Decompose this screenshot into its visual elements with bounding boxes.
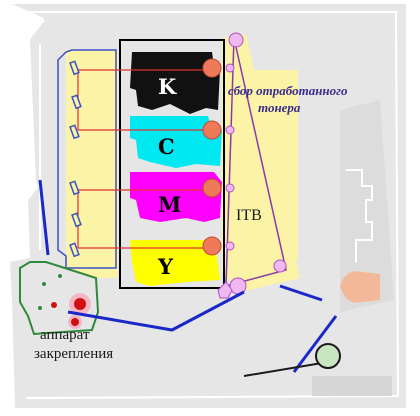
toner-m-cartridge (130, 172, 222, 222)
toner-label-y: Y (158, 254, 173, 279)
laser-mirror (71, 94, 82, 110)
fuser-pressure-roller-core (71, 318, 79, 326)
belt-tension-roller (217, 281, 233, 299)
laser-unit-outline (57, 49, 117, 269)
itb-label: ITB (236, 207, 262, 224)
toner-label-k: K (158, 74, 177, 99)
drum-m (202, 178, 222, 198)
laser-mirror (69, 124, 80, 140)
photo-drums (202, 58, 222, 256)
toner-label-c: C (158, 134, 175, 159)
fuser-guide-dot (38, 306, 42, 310)
belt-area-lower-left (66, 50, 118, 278)
transfer-roller-k (225, 63, 235, 73)
waste-toner-label-line2: тонера (258, 100, 301, 115)
toner-k-cartridge (130, 52, 220, 114)
waste-toner-label-line1: сбор отработанного (228, 83, 348, 98)
fuser-guide-dot (42, 282, 46, 286)
drum-k (202, 58, 222, 78)
paper-path-feed (292, 315, 338, 373)
housing-inner-edge (24, 11, 400, 399)
transfer-roller-m (225, 183, 235, 193)
housing-stair-detail (346, 169, 373, 262)
transfer-rollers (217, 32, 287, 299)
drum-c (202, 120, 222, 140)
paper-path-fuser (67, 290, 245, 332)
housing-bottom-tray (312, 376, 392, 396)
housing-left-channel (27, 19, 45, 250)
laser-mirrors (69, 60, 82, 258)
transfer-roller-c (225, 125, 235, 135)
pickup-roller (340, 271, 380, 303)
toner-label-m: M (158, 192, 182, 217)
belt-top-roller (228, 32, 244, 48)
fuser-small-roller (51, 302, 57, 308)
belt-area-lower-right (246, 70, 298, 260)
fuser-label-line1: аппарат (40, 327, 90, 343)
laser-mirror (69, 180, 80, 196)
transfer-belt (225, 37, 287, 287)
fuser-rollers (51, 293, 91, 329)
fuser-label-line2: закрепления (34, 346, 114, 362)
paper-path (38, 179, 338, 373)
toner-c-cartridge (130, 116, 222, 168)
cartridge-frame (119, 39, 225, 289)
drum-y (202, 236, 222, 256)
paper-path-transfer (279, 284, 323, 302)
belt-right-roller (273, 259, 287, 273)
feed-roller (315, 343, 341, 369)
toner-y-cartridge (130, 240, 220, 286)
transfer-roller-y (225, 241, 235, 251)
laser-mirror (69, 60, 80, 76)
laser-mirror (71, 212, 82, 228)
paper-path-exit (38, 179, 50, 256)
laser-mirror (69, 242, 80, 258)
fuser-guide-dot (58, 274, 62, 278)
fuser-heat-roller-core (74, 298, 86, 310)
